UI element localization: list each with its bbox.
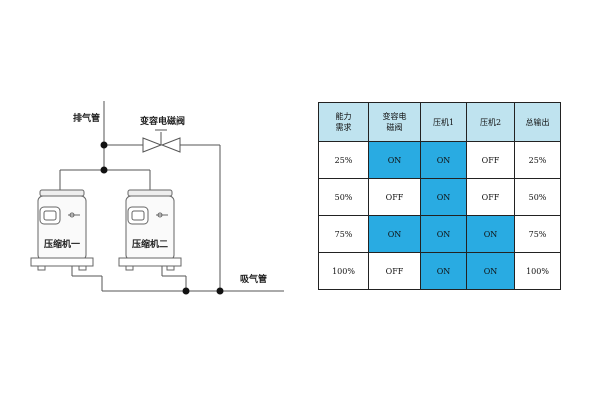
header-solenoid-valve: 变容电磁阀 [368, 102, 421, 142]
cell-compressor-1: ON [420, 215, 467, 253]
cell-compressor-2: OFF [466, 141, 515, 179]
header-compressor-2: 压机2 [466, 102, 515, 142]
cell-output: 25% [514, 141, 561, 179]
cell-capacity: 25% [318, 141, 369, 179]
label-compressor-2: 压缩机二 [132, 238, 168, 250]
header-total-output: 总输出 [514, 102, 561, 142]
cell-compressor-1: ON [420, 178, 467, 216]
solenoid-valve-icon [142, 129, 181, 153]
cell-valve: OFF [368, 252, 421, 290]
junction-node [100, 166, 108, 174]
cell-valve: OFF [368, 178, 421, 216]
cell-compressor-1: ON [420, 252, 467, 290]
label-suction: 吸气管 [240, 273, 267, 285]
cell-compressor-2: OFF [466, 178, 515, 216]
cell-capacity: 75% [318, 215, 369, 253]
cell-compressor-2: ON [466, 252, 515, 290]
label-compressor-1: 压缩机一 [44, 238, 80, 250]
junction-node [216, 287, 224, 295]
cell-output: 75% [514, 215, 561, 253]
label-discharge: 排气管 [73, 112, 100, 124]
junction-node [100, 141, 108, 149]
cell-compressor-1: ON [420, 141, 467, 179]
refrigeration-diagram: 排气管 变容电磁阀 压缩机一 压缩机二 吸气管 [30, 101, 284, 295]
cell-valve: ON [368, 141, 421, 179]
header-compressor-1: 压机1 [420, 102, 467, 142]
header-capacity-demand: 能力需求 [318, 102, 369, 142]
cell-output: 100% [514, 252, 561, 290]
cell-valve: ON [368, 215, 421, 253]
cell-capacity: 50% [318, 178, 369, 216]
label-valve: 变容电磁阀 [140, 115, 185, 127]
table-header-row: 能力需求 变容电磁阀 压机1 压机2 总输出 [318, 102, 561, 142]
cell-capacity: 100% [318, 252, 369, 290]
junction-node [182, 287, 190, 295]
compressor-2 [118, 189, 182, 271]
compressor-1 [30, 189, 94, 271]
cell-compressor-2: ON [466, 215, 515, 253]
cell-output: 50% [514, 178, 561, 216]
